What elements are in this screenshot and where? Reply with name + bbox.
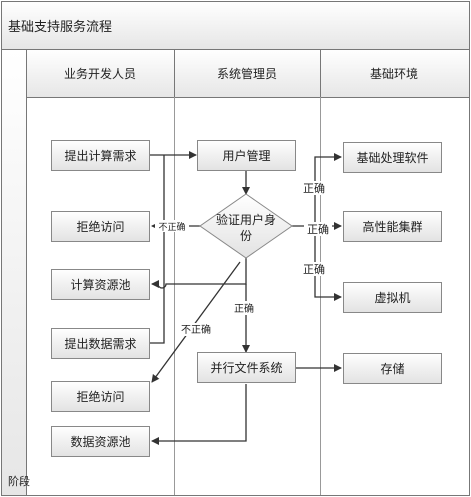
edge-label-correct-hpc: 正确 <box>307 223 329 236</box>
lane-header-admin <box>174 49 321 98</box>
edge-label-correct-parallelfs: 正确 <box>234 302 254 315</box>
box-reject-1-label: 拒绝访问 <box>76 219 124 234</box>
box-submit-compute: 提出计算需求 <box>51 140 150 171</box>
box-submit-data-label: 提出数据需求 <box>64 336 136 351</box>
edge-label-correct-software: 正确 <box>303 182 325 195</box>
box-parallel-fs: 并行文件系统 <box>197 352 296 383</box>
box-user-mgmt-label: 用户管理 <box>222 148 270 163</box>
stage-column <box>1 49 27 496</box>
lane-title-infra: 基础环境 <box>370 66 418 81</box>
lane-title-admin: 系统管理员 <box>217 66 277 81</box>
box-vm-label: 虚拟机 <box>374 291 410 305</box>
box-reject-2-label: 拒绝访问 <box>76 389 124 404</box>
box-storage: 存储 <box>343 353 442 384</box>
box-vm: 虚拟机 <box>343 282 442 313</box>
box-submit-compute-label: 提出计算需求 <box>64 148 136 163</box>
edge-label-incorrect-2: 不正确 <box>181 323 211 336</box>
edge-label-correct-vm: 正确 <box>303 263 325 276</box>
edge-verify-to-computepool <box>151 258 247 289</box>
lane-title-developer: 业务开发人员 <box>64 66 136 81</box>
title-bar <box>1 1 470 50</box>
box-basic-software-label: 基础处理软件 <box>356 151 428 165</box>
diagram-title: 基础支持服务流程 <box>8 19 112 35</box>
box-storage-label: 存储 <box>380 361 404 376</box>
edge-verify-to-vm <box>314 226 342 301</box>
edge-parallelfs-to-datapool <box>151 384 247 445</box>
decision-verify-line1: 验证用户身 <box>216 212 276 227</box>
lane-header-infra <box>320 49 470 98</box>
decision-verify-line2: 份 <box>240 229 252 243</box>
box-hpc-cluster-label: 高性能集群 <box>362 219 422 234</box>
box-data-pool: 数据资源池 <box>51 426 150 457</box>
box-hpc-cluster: 高性能集群 <box>343 211 442 242</box>
edge-label-incorrect-1: 不正确 <box>158 221 185 233</box>
box-reject-1: 拒绝访问 <box>51 211 150 242</box>
edge-data-to-usermgmt <box>150 155 165 344</box>
edge-labels: 不正确 正确 正确 正确 正确 不正确 <box>155 181 332 336</box>
box-reject-2: 拒绝访问 <box>51 381 150 412</box>
edge-verify-to-reject2 <box>151 261 241 383</box>
box-compute-pool-label: 计算资源池 <box>70 277 130 292</box>
box-submit-data: 提出数据需求 <box>51 328 150 359</box>
box-data-pool-label: 数据资源池 <box>70 434 130 449</box>
stage-label: 阶段 <box>8 474 30 488</box>
box-parallel-fs-label: 并行文件系统 <box>210 360 282 375</box>
decision-verify-user: 验证用户身 份 <box>199 193 293 259</box>
box-basic-software: 基础处理软件 <box>343 142 442 173</box>
lane-header-developer <box>26 49 175 98</box>
box-compute-pool: 计算资源池 <box>51 269 150 300</box>
box-user-mgmt: 用户管理 <box>197 140 296 171</box>
